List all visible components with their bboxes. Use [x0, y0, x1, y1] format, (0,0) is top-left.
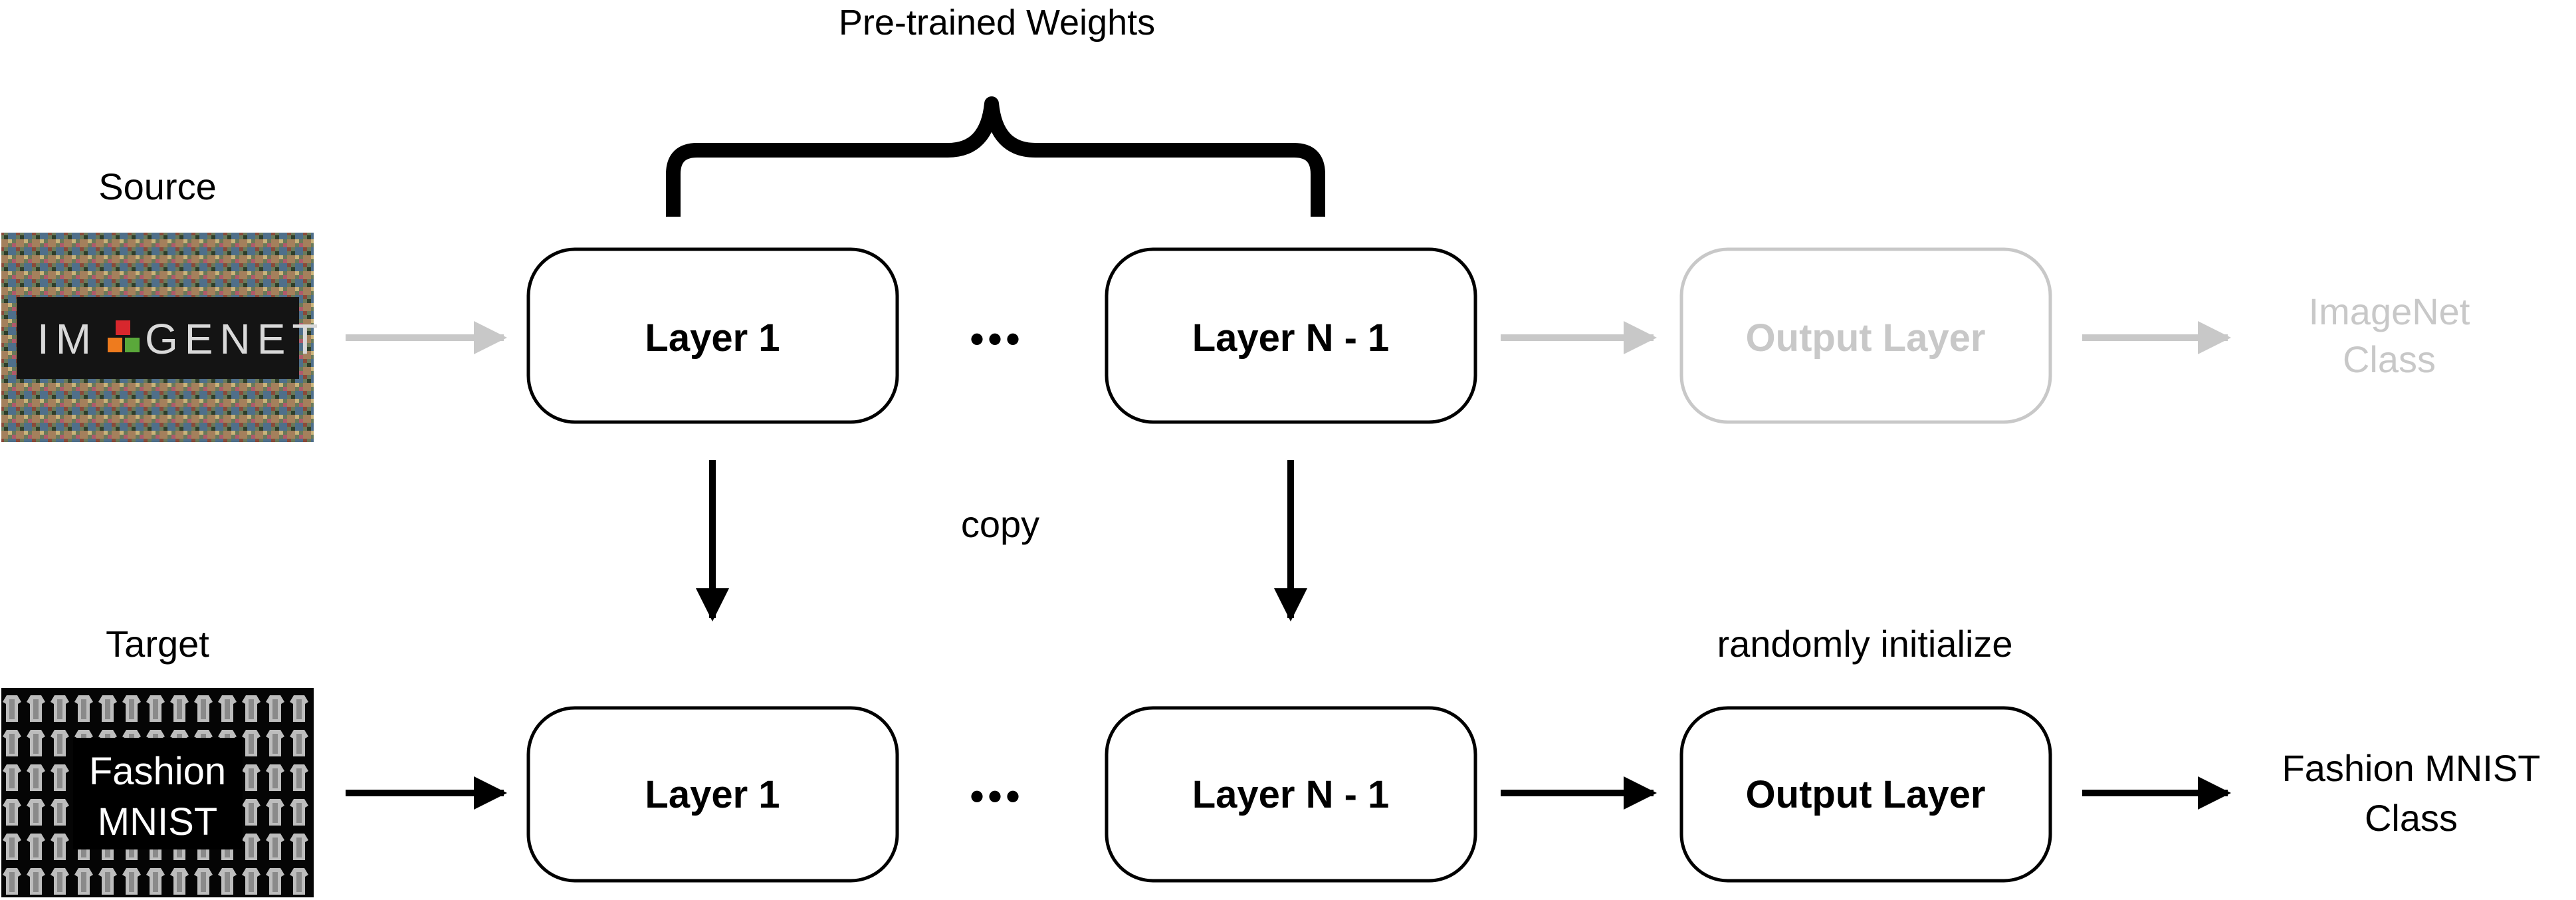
- target-layer-1-box: Layer 1: [526, 706, 899, 883]
- copy-label: copy: [961, 503, 1039, 545]
- source-label: Source: [98, 166, 216, 207]
- target-layer-n-1-label: Layer N - 1: [1192, 773, 1390, 816]
- target-label: Target: [106, 623, 209, 665]
- target-layer-n-1-box: Layer N - 1: [1105, 706, 1477, 883]
- fashion-mnist-class-line1: Fashion MNIST: [2282, 747, 2541, 789]
- pretrained-weights-brace: [666, 96, 1325, 217]
- imagenet-logo-image: IM GENET: [1, 233, 324, 442]
- target-output-layer-label: Output Layer: [1746, 773, 1986, 816]
- source-output-layer-box: Output Layer: [1679, 247, 2052, 424]
- fashion-mnist-line2: MNIST: [98, 800, 217, 844]
- imagenet-class-line1: ImageNet: [2309, 290, 2470, 332]
- fashion-mnist-class-line2: Class: [2365, 797, 2458, 839]
- fashion-mnist-image: Fashion MNIST: [1, 688, 314, 897]
- imagenet-logo-mark-icon: [108, 320, 140, 352]
- pretrained-weights-title: Pre-trained Weights: [839, 3, 1155, 43]
- target-ellipsis: •••: [970, 774, 1023, 818]
- imagenet-logo-text-right: GENET: [145, 315, 324, 363]
- randomly-initialize-label: randomly initialize: [1717, 623, 2012, 665]
- source-ellipsis: •••: [970, 316, 1023, 361]
- source-layer-1-label: Layer 1: [645, 316, 780, 360]
- imagenet-class-line2: Class: [2343, 338, 2436, 380]
- imagenet-logo-text-left: IM: [37, 315, 98, 363]
- target-output-layer-box: Output Layer: [1679, 706, 2052, 883]
- source-layer-1-box: Layer 1: [526, 247, 899, 424]
- source-layer-n-1-label: Layer N - 1: [1192, 316, 1390, 360]
- source-layer-n-1-box: Layer N - 1: [1105, 247, 1477, 424]
- source-output-layer-label: Output Layer: [1746, 316, 1986, 360]
- fashion-mnist-line1: Fashion: [89, 750, 226, 793]
- target-layer-1-label: Layer 1: [645, 773, 780, 816]
